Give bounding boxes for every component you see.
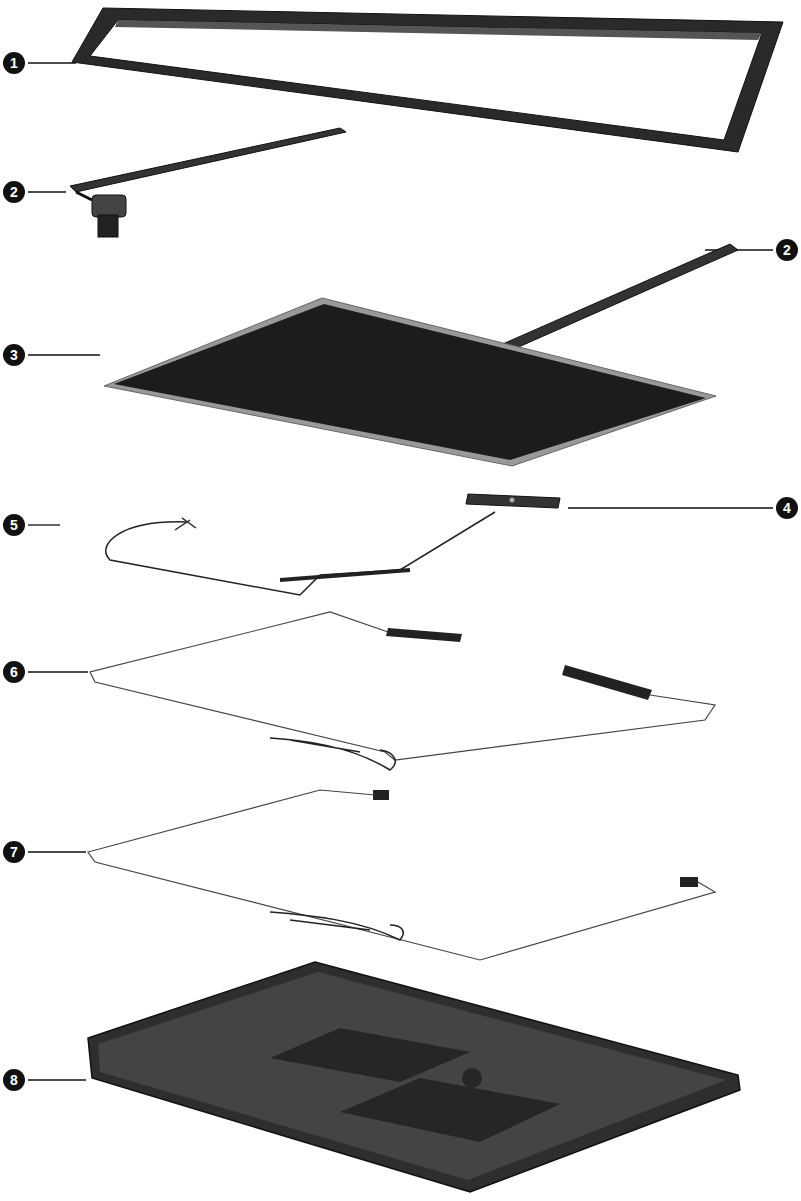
callout-number: 2 <box>3 181 25 203</box>
wlan-antenna <box>90 612 715 770</box>
webcam-module <box>466 494 560 508</box>
wwan-antenna <box>88 790 715 960</box>
leader-lines <box>28 63 773 1080</box>
callout-number: 1 <box>3 52 25 74</box>
callout-number: 4 <box>776 497 798 519</box>
callout-number: 7 <box>3 841 25 863</box>
callout-number: 8 <box>3 1069 25 1091</box>
callout-number: 6 <box>3 661 25 683</box>
display-cable <box>106 512 495 595</box>
lcd-panel <box>104 298 716 466</box>
hinge-left <box>70 128 346 237</box>
back-cover <box>88 962 740 1192</box>
callout-number: 3 <box>3 344 25 366</box>
callout-number: 5 <box>3 514 25 536</box>
display-bezel <box>72 8 783 152</box>
callout-number: 2 <box>776 239 798 261</box>
